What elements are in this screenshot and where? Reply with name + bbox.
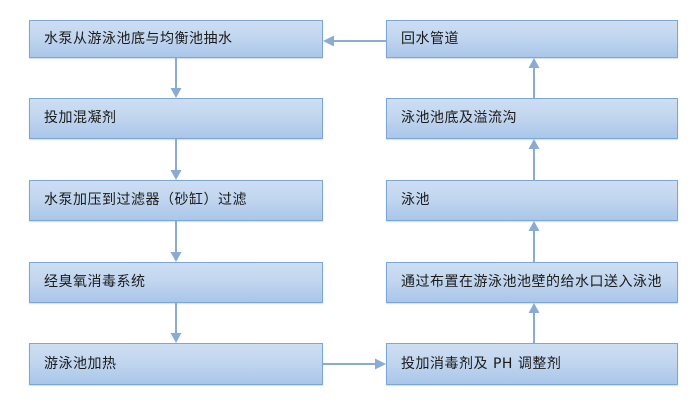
flow-connector-l5-to-r5 [323, 356, 386, 372]
flow-node-r5[interactable]: 投加消毒剂及 PH 调整剂 [386, 343, 678, 385]
flow-node-l3[interactable]: 水泵加压到过滤器（砂缸）过滤 [29, 180, 323, 221]
flow-connector-l2-to-l3 [168, 139, 184, 180]
flow-node-r3-label: 泳池 [401, 192, 430, 209]
flow-connector-r5-to-r4 [526, 303, 542, 343]
flow-connector-l3-to-l4 [168, 221, 184, 262]
flow-connector-l4-to-l5 [168, 303, 184, 343]
flow-connector-r2-to-r1 [526, 58, 542, 98]
flow-node-r1[interactable]: 回水管道 [386, 20, 678, 58]
flow-node-r4-label: 通过布置在游泳池池壁的给水口送入泳池 [401, 274, 662, 291]
flow-node-r5-label: 投加消毒剂及 PH 调整剂 [401, 355, 562, 372]
flow-connector-r3-to-r2 [526, 139, 542, 180]
flow-node-l3-label: 水泵加压到过滤器（砂缸）过滤 [44, 192, 247, 209]
flow-node-l4[interactable]: 经臭氧消毒系统 [29, 262, 323, 303]
flow-node-l1[interactable]: 水泵从游泳池底与均衡池抽水 [29, 20, 323, 58]
flow-node-l1-label: 水泵从游泳池底与均衡池抽水 [44, 30, 233, 47]
flow-node-r1-label: 回水管道 [401, 30, 459, 47]
flow-node-l2[interactable]: 投加混凝剂 [29, 98, 323, 139]
flow-node-r2[interactable]: 泳池池底及溢流沟 [386, 98, 678, 139]
flow-connector-r4-to-r3 [526, 221, 542, 262]
flow-connector-r1-to-l1 [323, 33, 386, 49]
flow-connector-l1-to-l2 [168, 58, 184, 98]
flow-node-l2-label: 投加混凝剂 [44, 110, 117, 127]
flow-node-l4-label: 经臭氧消毒系统 [44, 274, 146, 291]
flow-node-l5-label: 游泳池加热 [44, 355, 117, 372]
flow-node-l5[interactable]: 游泳池加热 [29, 343, 323, 385]
flow-node-r4[interactable]: 通过布置在游泳池池壁的给水口送入泳池 [386, 262, 678, 303]
flow-node-r2-label: 泳池池底及溢流沟 [401, 110, 517, 127]
flow-node-r3[interactable]: 泳池 [386, 180, 678, 221]
